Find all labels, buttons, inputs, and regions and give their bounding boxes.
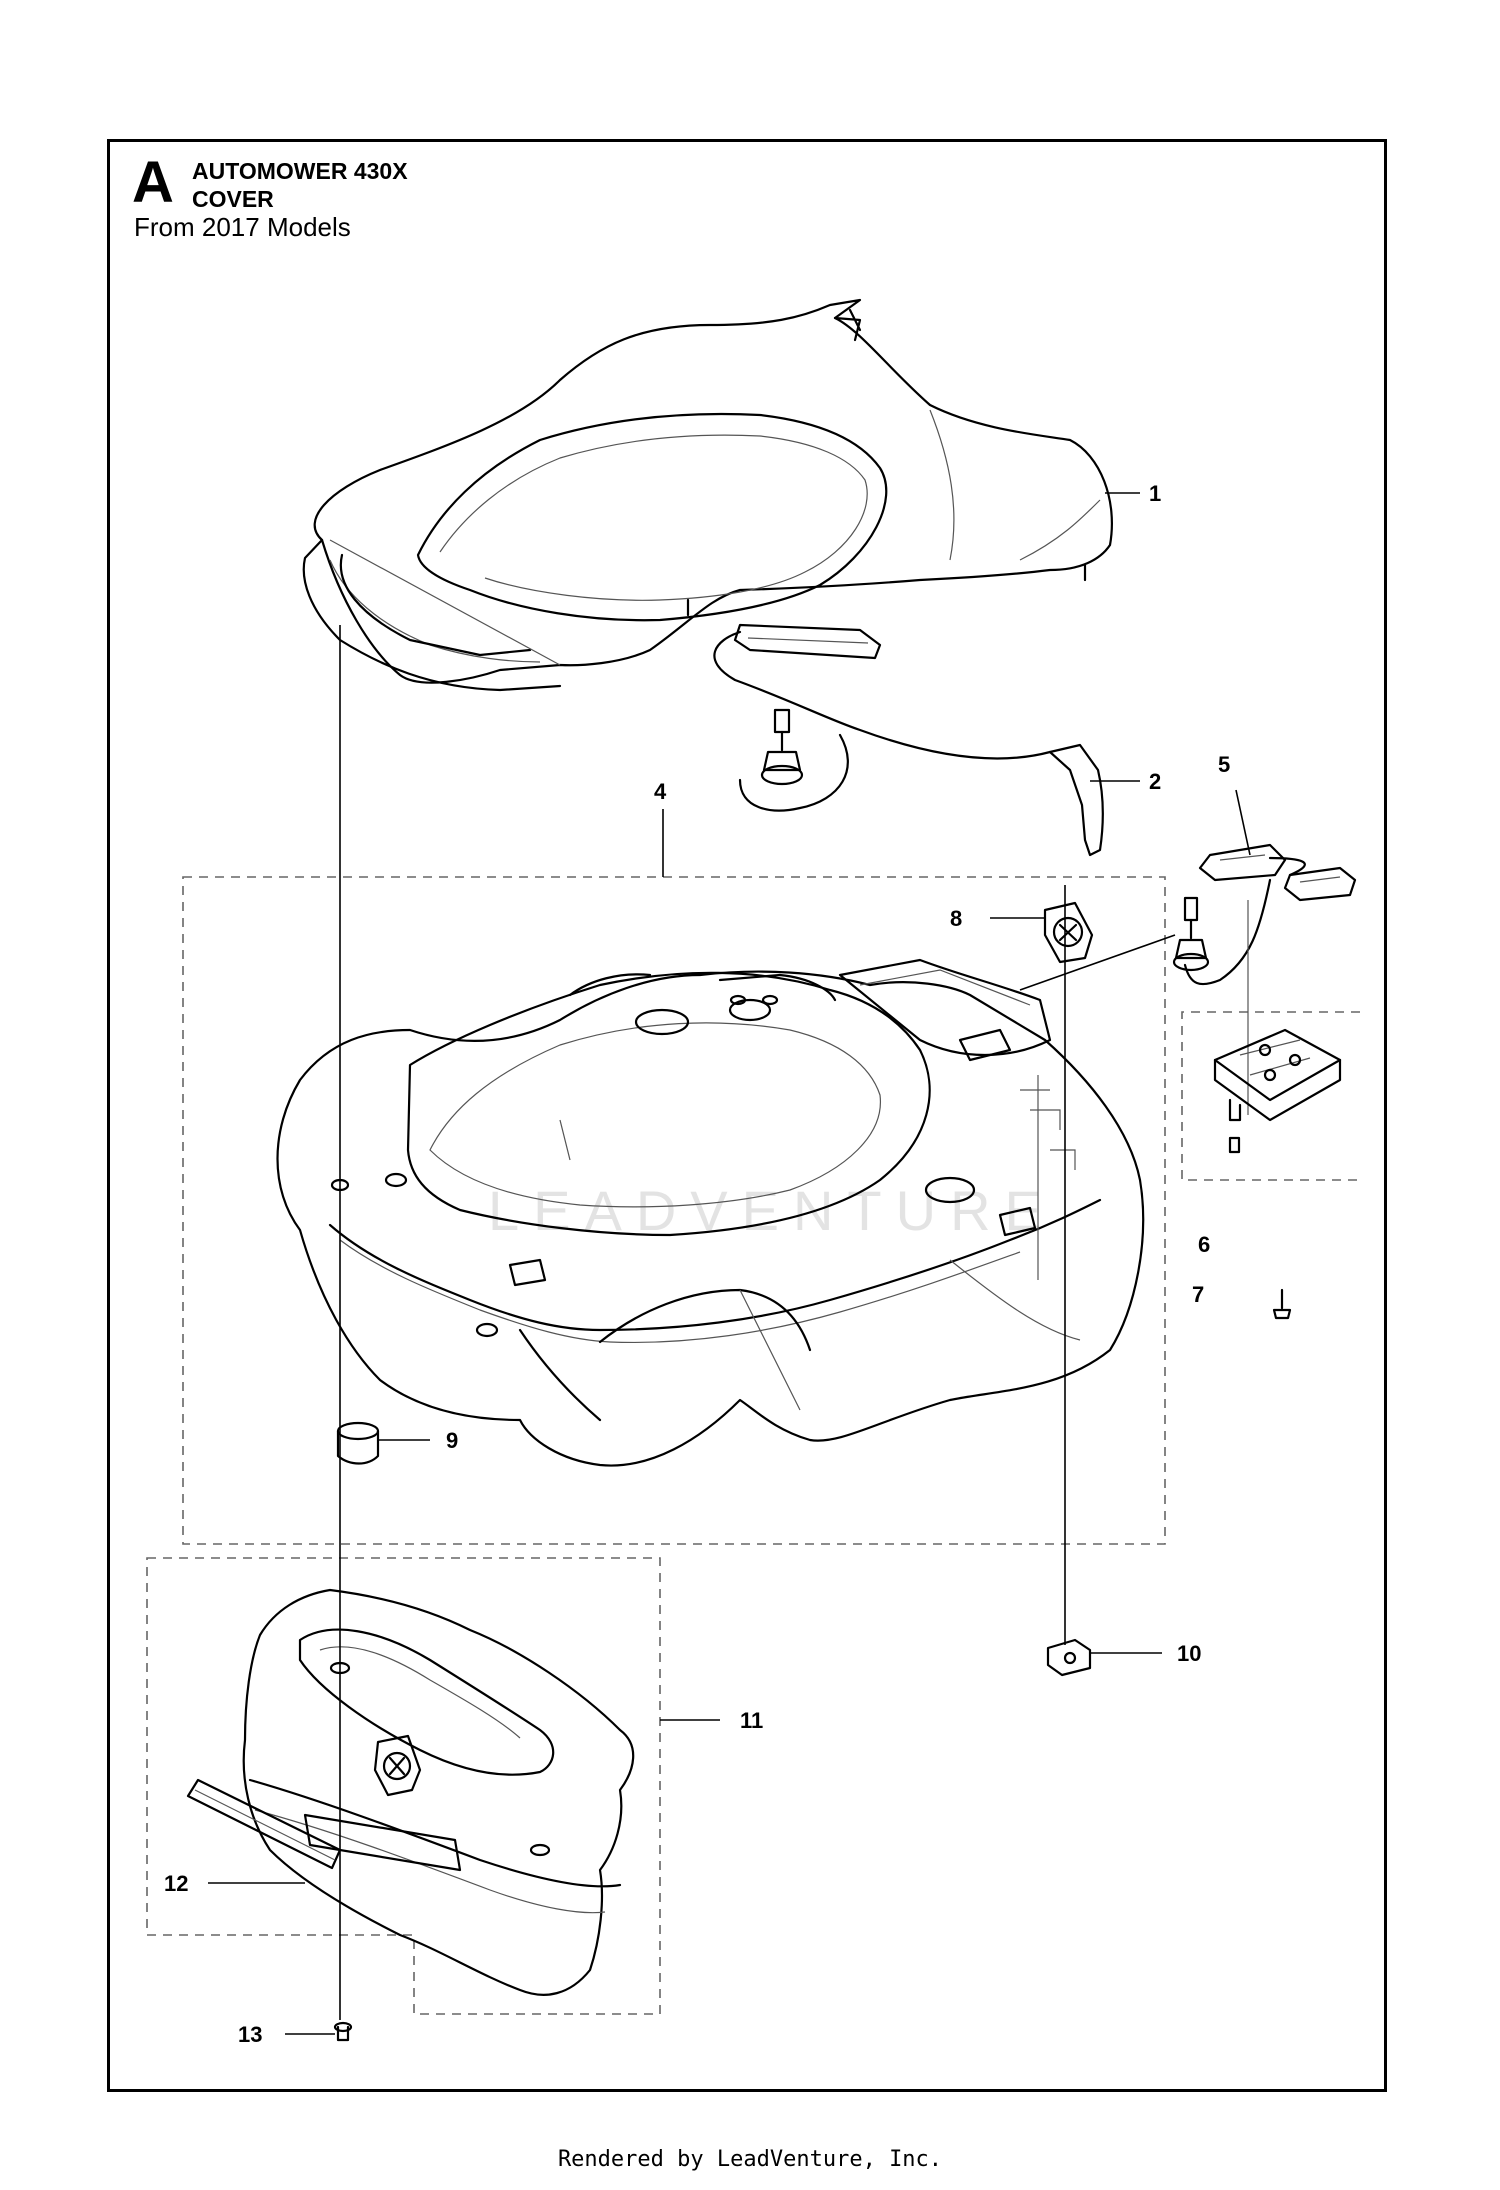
group-box-bumper xyxy=(146,1557,661,2015)
part-clip xyxy=(1046,1638,1092,1677)
part-screw xyxy=(333,2021,353,2042)
group-box-board xyxy=(1181,1011,1360,1181)
callout-1: 1 xyxy=(1149,481,1161,506)
callout-8: 8 xyxy=(950,906,962,931)
part-front-bumper xyxy=(242,1588,635,1996)
section-title: COVER xyxy=(192,186,274,212)
callout-13: 13 xyxy=(238,2022,262,2047)
callout-6: 6 xyxy=(1198,1232,1210,1257)
model-year-note: From 2017 Models xyxy=(134,212,351,242)
callout-2: 2 xyxy=(1149,769,1161,794)
part-main-body xyxy=(276,958,1145,1467)
callout-5: 5 xyxy=(1218,752,1230,777)
part-sensor-board xyxy=(1172,843,1357,1320)
leader-5 xyxy=(1235,789,1251,856)
callout-10: 10 xyxy=(1177,1641,1201,1666)
section-letter: A xyxy=(132,150,174,215)
callout-11: 11 xyxy=(740,1708,763,1733)
leader-body-sensor xyxy=(1019,934,1176,991)
callout-9: 9 xyxy=(446,1428,458,1453)
part-sensor-cable xyxy=(713,623,1104,857)
model-title: AUTOMOWER 430X xyxy=(192,158,408,184)
group-box-body xyxy=(182,876,1166,1545)
drawing-frame xyxy=(107,139,1387,2092)
part-bump-stop xyxy=(336,1421,380,1465)
part-top-cover xyxy=(302,298,1113,692)
watermark-text: LEADVENTURE xyxy=(488,1179,1056,1242)
callout-4: 4 xyxy=(654,779,667,804)
render-credit: Rendered by LeadVenture, Inc. xyxy=(557,2147,943,2172)
callout-7: 7 xyxy=(1192,1282,1204,1307)
part-label-strip xyxy=(186,1778,342,1870)
part-logo-emblem xyxy=(1043,901,1094,964)
callout-12: 12 xyxy=(164,1871,188,1896)
